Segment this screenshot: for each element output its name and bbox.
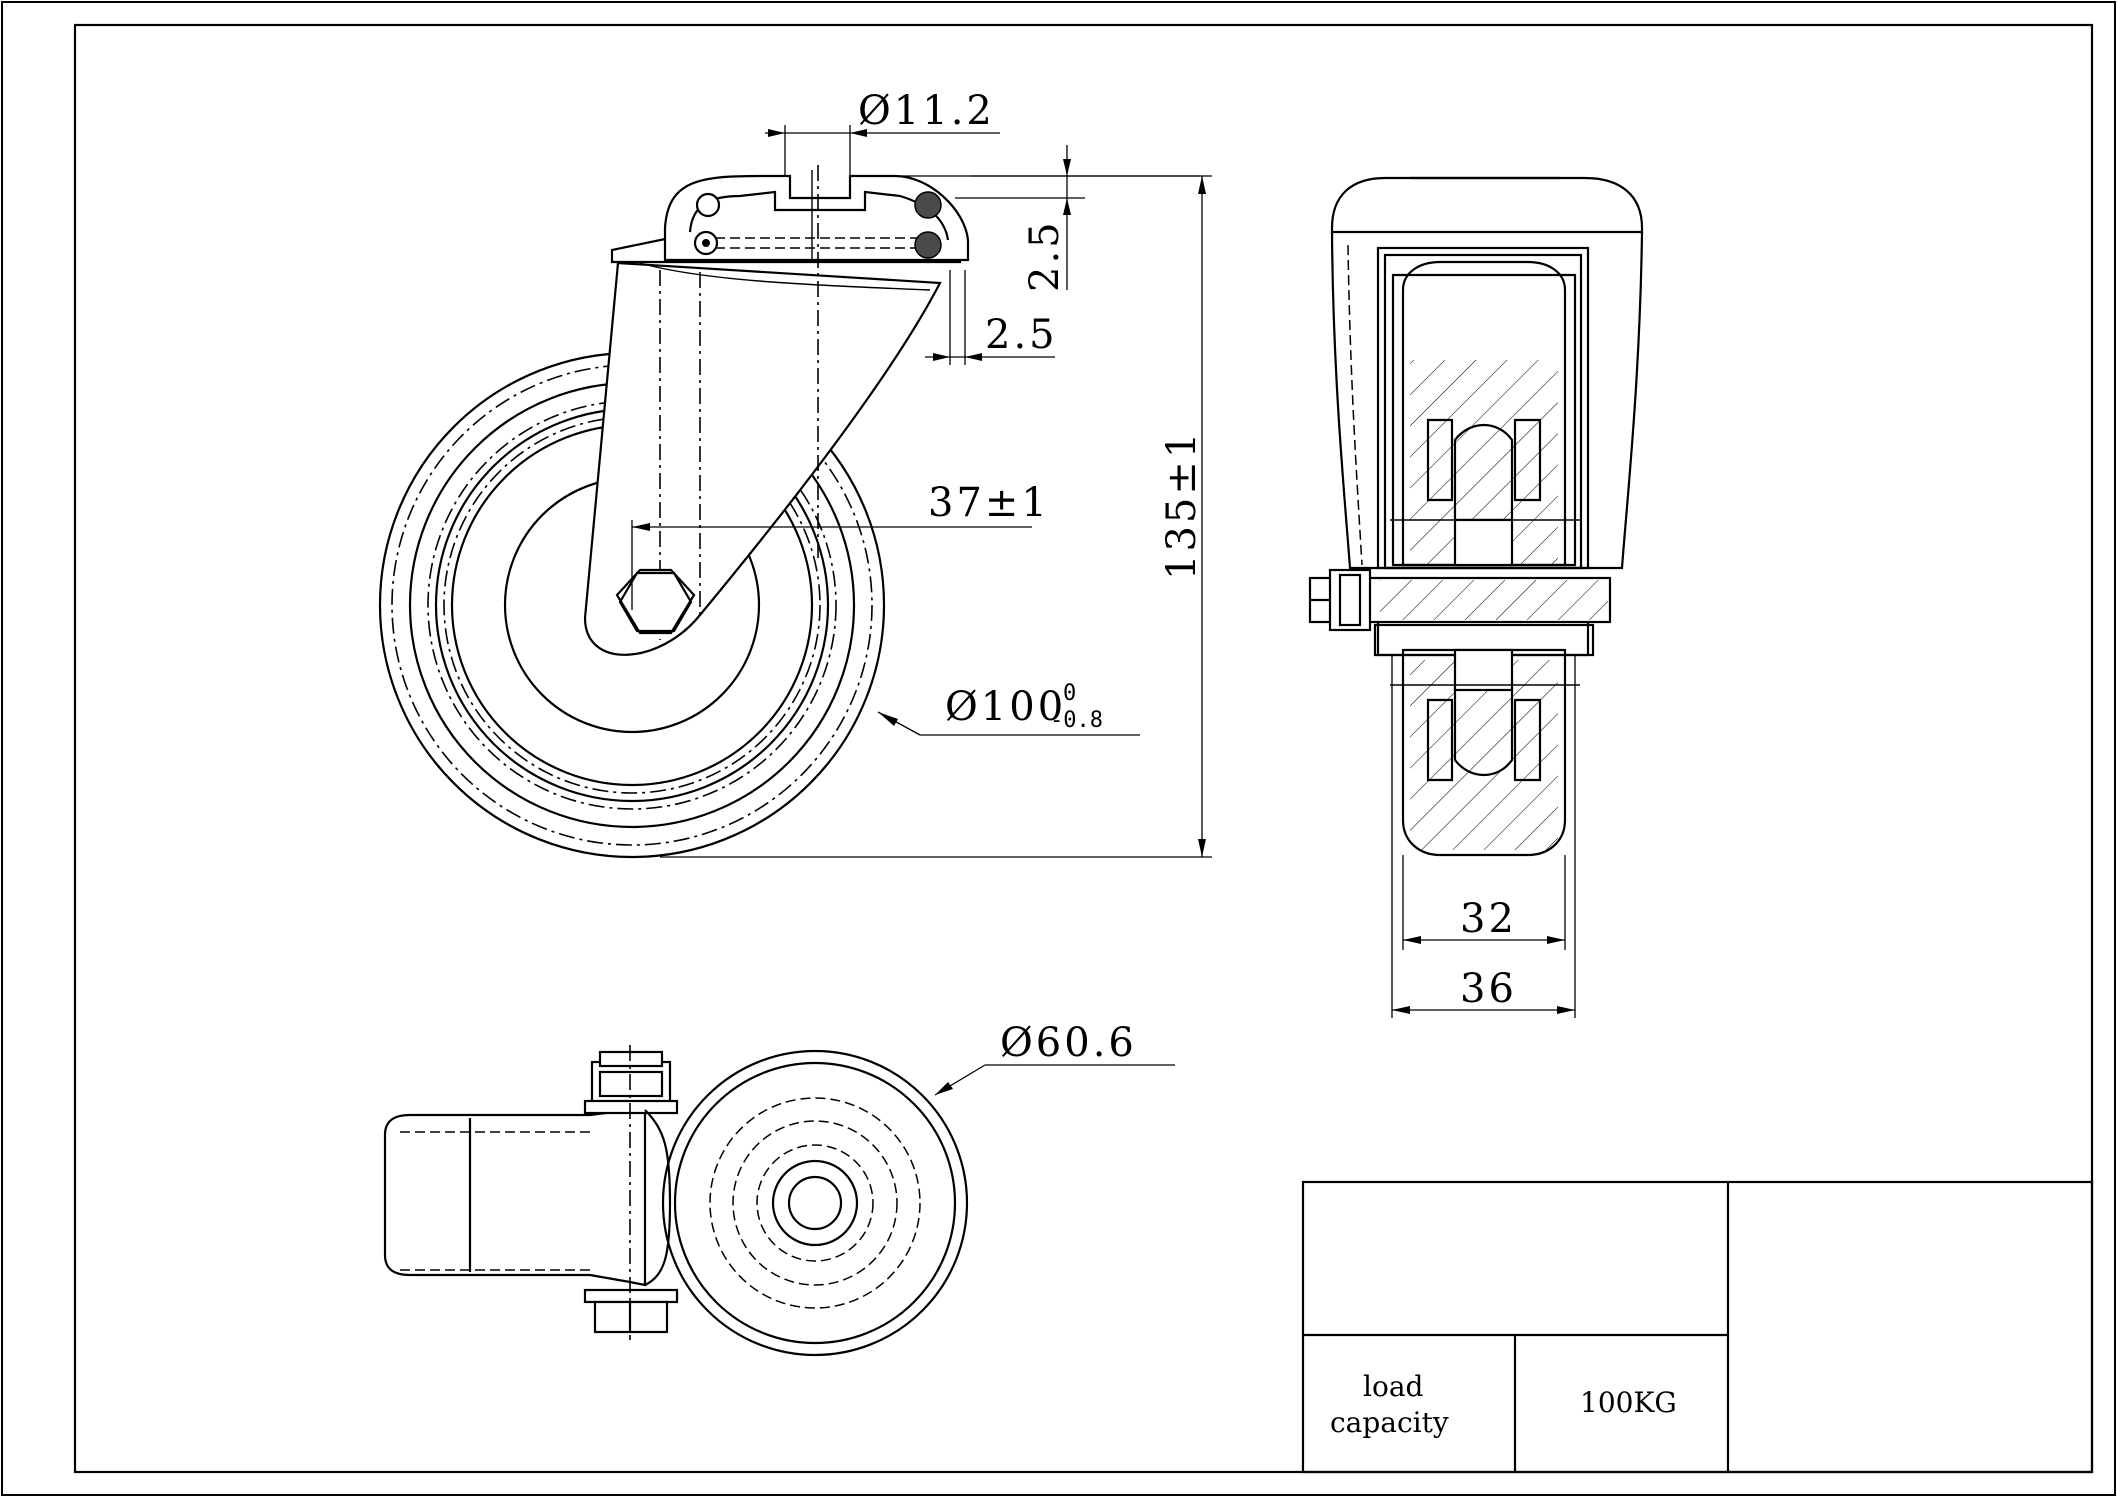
axle-hex-nut [615,568,696,635]
bolt-hole-label: Ø11.2 [858,88,995,134]
front-wheel-section [1390,260,1580,857]
load-capacity-label-line2: capacity [1330,1406,1449,1439]
front-top-plate [1330,176,1644,234]
dimension-total-height: 135±1 [660,175,1212,858]
hub-diameter-label: Ø60.6 [1000,1020,1137,1066]
dimension-tread-width: 32 [1402,855,1566,950]
bottom-axle-bolt [583,1050,679,1334]
bottom-view: Ø60.6 [383,1020,1175,1357]
load-capacity-label-line1: load [1363,1370,1424,1403]
dimension-wheel-diameter: Ø100 0 -0.8 [877,681,1140,736]
load-capacity-value: 100KG [1580,1386,1677,1419]
bottom-wheel [661,1049,969,1357]
wheel-diameter-label: Ø100 [945,684,1066,730]
dimension-hub-diameter: Ø60.6 [934,1020,1175,1096]
fork-width-label: 36 [1460,966,1517,1012]
wheel-tol-upper: 0 [1063,681,1076,706]
swivel-head [610,165,970,560]
plate-offset-label: 2.5 [985,312,1058,358]
title-block: load capacity 100KG [1301,1180,2094,1474]
dimension-plate-offset: 2.5 [925,270,1058,365]
front-view: 32 36 [1308,176,1644,1018]
dimension-swivel-offset: 37±1 [631,480,1050,610]
dimension-bolt-hole: Ø11.2 [765,88,1000,175]
wheel-tol-lower: -0.8 [1050,708,1103,733]
inner-frame [73,23,2094,1474]
front-axle [1308,568,1612,632]
total-height-label: 135±1 [1159,430,1205,580]
dimension-fork-width: 36 [1391,655,1576,1018]
swivel-offset-label: 37±1 [928,480,1050,526]
side-fork [583,261,942,656]
plate-thickness-label: 2.5 [1022,219,1068,292]
tread-width-label: 32 [1460,896,1517,942]
side-view: Ø11.2 2.5 2.5 37±1 [378,88,1212,859]
